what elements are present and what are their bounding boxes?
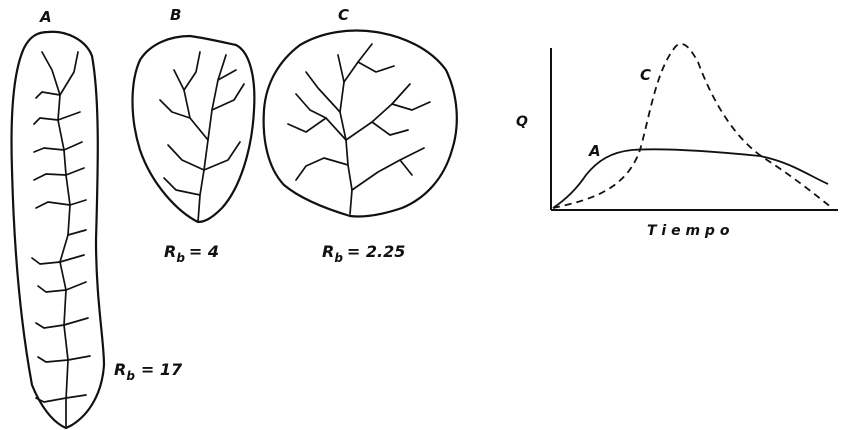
curve-a — [552, 148, 829, 209]
basin-c-rb: Rb= 2.25 — [322, 242, 405, 265]
basin-b-label: B — [170, 6, 181, 24]
basin-a-label: A — [39, 8, 52, 26]
basin-b-outline — [131, 34, 256, 224]
curve-a-label: A — [588, 142, 601, 160]
basin-c: C Rb= 2.25 — [262, 6, 458, 265]
curve-c — [552, 43, 833, 209]
basin-b-rb: Rb= 4 — [164, 242, 219, 265]
basin-b: B Rb= 4 — [131, 6, 256, 265]
basin-b-drainage — [159, 51, 245, 223]
hydrograph: Q T i e m p o A C — [516, 43, 838, 239]
basin-a-outline — [10, 30, 106, 430]
hydrograph-ylabel: Q — [516, 114, 528, 130]
basin-c-label: C — [338, 6, 349, 24]
basin-c-drainage — [287, 43, 431, 215]
basin-a-rb: Rb= 17 — [114, 360, 183, 383]
basin-a-drainage — [31, 51, 91, 427]
basin-c-outline — [262, 29, 458, 218]
hydrograph-xlabel: T i e m p o — [647, 223, 730, 239]
curve-c-label: C — [640, 66, 651, 84]
basin-a: A Rb= 17 — [10, 8, 183, 430]
